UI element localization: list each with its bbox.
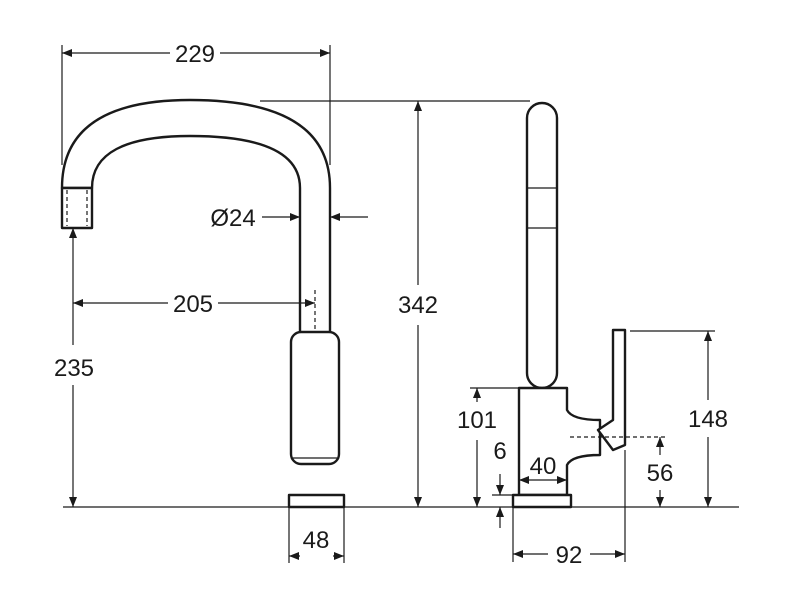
dim-label-40: 40 xyxy=(530,453,557,480)
dim-side-body-height: 101 xyxy=(457,387,518,507)
dim-base-thickness: 6 xyxy=(492,438,512,528)
front-view xyxy=(60,98,739,509)
spout-gooseneck xyxy=(60,98,332,342)
dim-label-205: 205 xyxy=(173,291,213,318)
dim-outlet-height: 235 xyxy=(54,228,94,507)
dim-label-148: 148 xyxy=(688,406,728,433)
side-base xyxy=(511,493,573,509)
dim-label-92: 92 xyxy=(556,542,583,569)
dim-spout-diameter: Ø24 xyxy=(210,205,368,232)
tap-body xyxy=(289,330,341,466)
dim-spout-reach-total: 229 xyxy=(61,41,331,165)
dim-label-342: 342 xyxy=(398,292,438,319)
side-view xyxy=(511,101,665,509)
side-body xyxy=(517,386,602,497)
dim-label-229: 229 xyxy=(175,41,215,68)
dim-label-diameter: Ø24 xyxy=(210,205,255,232)
dim-overall-height: 342 xyxy=(260,100,530,507)
dim-label-235: 235 xyxy=(54,355,94,382)
dim-label-56: 56 xyxy=(647,460,674,487)
tap-base xyxy=(287,493,346,509)
dim-spout-reach: 205 xyxy=(73,291,315,318)
side-lever xyxy=(596,328,627,452)
dim-label-6: 6 xyxy=(493,438,506,465)
dim-total-depth: 92 xyxy=(512,450,626,569)
dim-lever-height: 148 xyxy=(630,330,728,507)
side-spout-pipe xyxy=(525,101,559,390)
dim-lever-axis-height: 56 xyxy=(647,437,674,507)
dim-body-depth: 40 xyxy=(519,453,567,484)
dim-label-48: 48 xyxy=(303,527,330,554)
dim-label-101: 101 xyxy=(457,407,497,434)
dim-base-diameter: 48 xyxy=(288,507,345,563)
